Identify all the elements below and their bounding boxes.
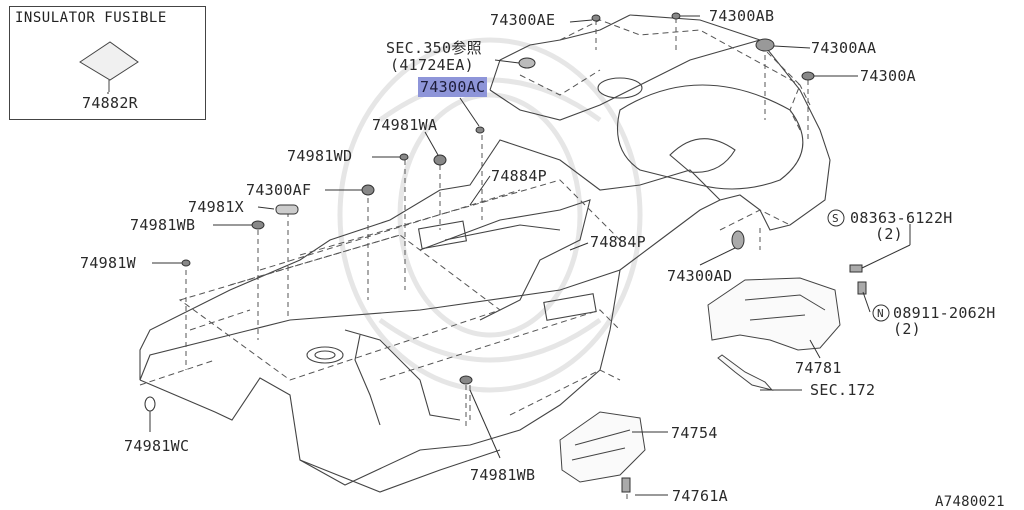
insulator-fusible-inset: INSULATOR FUSIBLE 74882R	[9, 6, 206, 120]
label-74300af: 74300AF	[246, 181, 312, 199]
label-74300ac-highlighted: 74300AC	[418, 77, 488, 97]
label-nut-qty: (2)	[893, 320, 921, 338]
label-74884p-lower: 74884P	[590, 233, 646, 251]
diagram-id: A7480021	[935, 494, 1005, 510]
leader-lines	[107, 15, 911, 496]
label-74981w: 74981W	[80, 254, 136, 272]
heat-insulator-sec172	[717, 354, 774, 391]
label-74300ac: 74300AC	[418, 77, 488, 97]
label-nut: 08911-2062H	[893, 304, 996, 322]
label-74981wa: 74981WA	[372, 116, 438, 134]
inset-part-number: 74882R	[82, 94, 138, 112]
inset-title: INSULATOR FUSIBLE	[15, 10, 167, 26]
label-74981wd: 74981WD	[287, 147, 353, 165]
label-74981x: 74981X	[188, 198, 244, 216]
label-74300ab: 74300AB	[709, 7, 775, 25]
heat-insulator-74754	[559, 411, 646, 483]
circled-symbols	[827, 209, 890, 322]
label-74981wb-upper: 74981WB	[130, 216, 196, 234]
label-74754: 74754	[671, 424, 718, 442]
n-symbol: N	[877, 307, 884, 320]
label-bolt: 08363-6122H	[850, 209, 953, 227]
s-symbol: S	[832, 212, 839, 225]
reference-dashes	[139, 19, 811, 420]
label-74761a: 74761A	[672, 487, 728, 505]
floor-panel	[139, 14, 831, 493]
label-74781: 74781	[795, 359, 842, 377]
heat-insulator-74781	[707, 277, 841, 351]
label-74300ae: 74300AE	[490, 11, 556, 29]
label-sec350: SEC.350参照	[386, 39, 482, 57]
label-sec172: SEC.172	[810, 381, 876, 399]
insulator-part-shape	[79, 41, 139, 92]
label-74981wc: 74981WC	[124, 437, 190, 455]
watermark-emblem	[337, 37, 643, 393]
label-74300ad: 74300AD	[667, 267, 733, 285]
fastener-icons	[144, 12, 867, 493]
label-74300aa: 74300AA	[811, 39, 877, 57]
label-74981wb-lower: 74981WB	[470, 466, 536, 484]
label-74300a: 74300A	[860, 67, 916, 85]
label-bolt-qty: (2)	[875, 225, 903, 243]
label-74884p-upper: 74884P	[491, 167, 547, 185]
label-sec350-code: (41724EA)	[390, 56, 474, 74]
